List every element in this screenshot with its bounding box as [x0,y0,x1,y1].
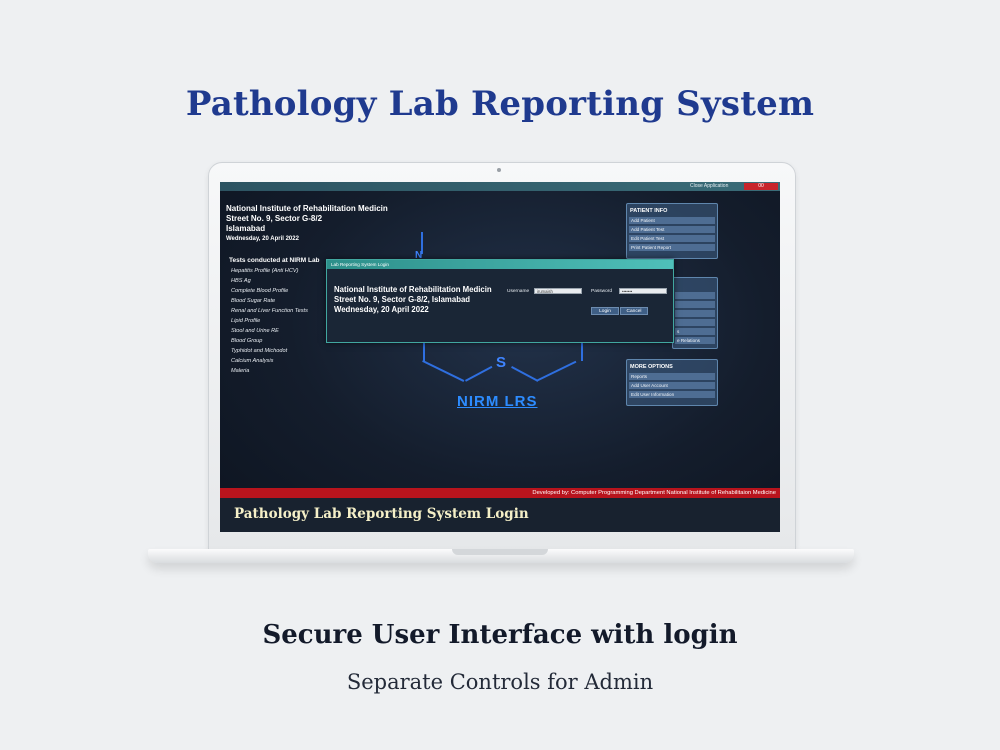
menu-item[interactable] [675,292,715,299]
menu-item[interactable] [675,319,715,326]
molecule-bond [581,339,583,361]
login-button[interactable]: Login [591,307,619,315]
list-item: HBS Ag [231,278,251,284]
password-input[interactable]: ••••••• [619,288,667,294]
list-item: Blood Sugar Rate [231,298,276,304]
edit-user-information-button[interactable]: Edit User Information [629,391,715,398]
institute-city: Islamabad [226,224,266,233]
list-item: Stool and Urine RE [231,328,279,334]
molecule-bond [465,365,493,382]
menu-item[interactable]: s [675,328,715,335]
more-options-panel: MORE OPTIONS Reports Add User Account Ed… [626,359,718,406]
menu-item[interactable] [675,301,715,308]
institute-name: National Institute of Rehabilitation Med… [226,204,388,213]
list-item: Blood Group [231,338,263,344]
login-screen-title: Pathology Lab Reporting System Login [234,506,529,522]
patient-info-panel: PATIENT INFO Add Patient Add Patient Tes… [626,203,718,259]
institute-address: National Institute of Rehabilitation Med… [226,204,388,234]
institute-street: Street No. 9, Sector G-8/2 [226,214,323,223]
camera-icon [497,168,501,172]
list-item: Renal and Liver Function Tests [231,308,308,314]
reports-button[interactable]: Reports [629,373,715,380]
login-dialog: Lab Reporting System Login National Inst… [326,259,674,343]
middle-options-panel: s e Relations [672,277,718,349]
close-application-label: Close Application [690,183,729,189]
dialog-titlebar: Lab Reporting System Login [327,260,673,269]
tests-heading: Tests conducted at NIRM Lab [229,257,320,264]
dialog-institute-name: National Institute of Rehabilitation Med… [334,285,492,294]
molecule-bond [423,339,425,361]
list-item: Typhidot and Michodot [231,348,288,354]
list-item: Lipid Profile [231,318,261,324]
login-title-bar [220,498,780,532]
footer-bar: Developed by: Computer Programming Depar… [220,488,780,498]
close-application-button[interactable]: 00 [744,183,778,190]
edit-patient-test-button[interactable]: Edit Patient Test [629,235,715,242]
molecule-bond [421,232,423,254]
menu-item[interactable] [675,310,715,317]
brand-logo-text: NIRM LRS [457,393,538,410]
dialog-institute-info: National Institute of Rehabilitation Med… [334,285,494,315]
molecule-bond [422,360,465,382]
list-item: Complete Blood Profile [231,288,289,294]
molecule-s-label: S [496,354,507,371]
password-label: Password [591,289,613,294]
tests-list: Hepatitis Profile (Anti HCV) HBS Ag Comp… [231,266,308,376]
molecule-bond [511,366,539,382]
caption-subtitle: Secure User Interface with login [262,620,738,650]
molecule-n-label: N [415,250,423,261]
menu-item[interactable]: e Relations [675,337,715,344]
cancel-button[interactable]: Cancel [620,307,648,315]
molecule-bond [536,360,577,382]
add-patient-button[interactable]: Add Patient [629,217,715,224]
panel-title: MORE OPTIONS [630,364,673,370]
panel-title: PATIENT INFO [630,208,668,214]
current-date: Wednesday, 20 April 2022 [226,236,299,242]
add-user-account-button[interactable]: Add User Account [629,382,715,389]
username-input[interactable]: irumaish [534,288,582,294]
app-titlebar: Close Application 00 [220,182,780,191]
dialog-institute-address: Street No. 9, Sector G-8/2, Islamabad [334,295,471,304]
dialog-title: Lab Reporting System Login [331,262,389,267]
print-patient-report-button[interactable]: Print Patient Report [629,244,715,251]
hero-title: Pathology Lab Reporting System [185,84,815,124]
dialog-date: Wednesday, 20 April 2022 [334,305,429,314]
list-item: Calcium Analysis [231,358,274,364]
laptop-base [148,549,854,563]
add-patient-test-button[interactable]: Add Patient Test [629,226,715,233]
caption-tagline: Separate Controls for Admin [346,670,654,694]
laptop-notch [452,549,548,555]
app-screen: Close Application 00 National Institute … [220,182,780,532]
username-label: Username [507,289,530,294]
list-item: Maleria [231,368,250,374]
developer-credit: Developed by: Computer Programming Depar… [532,490,776,496]
list-item: Hepatitis Profile (Anti HCV) [231,268,299,274]
